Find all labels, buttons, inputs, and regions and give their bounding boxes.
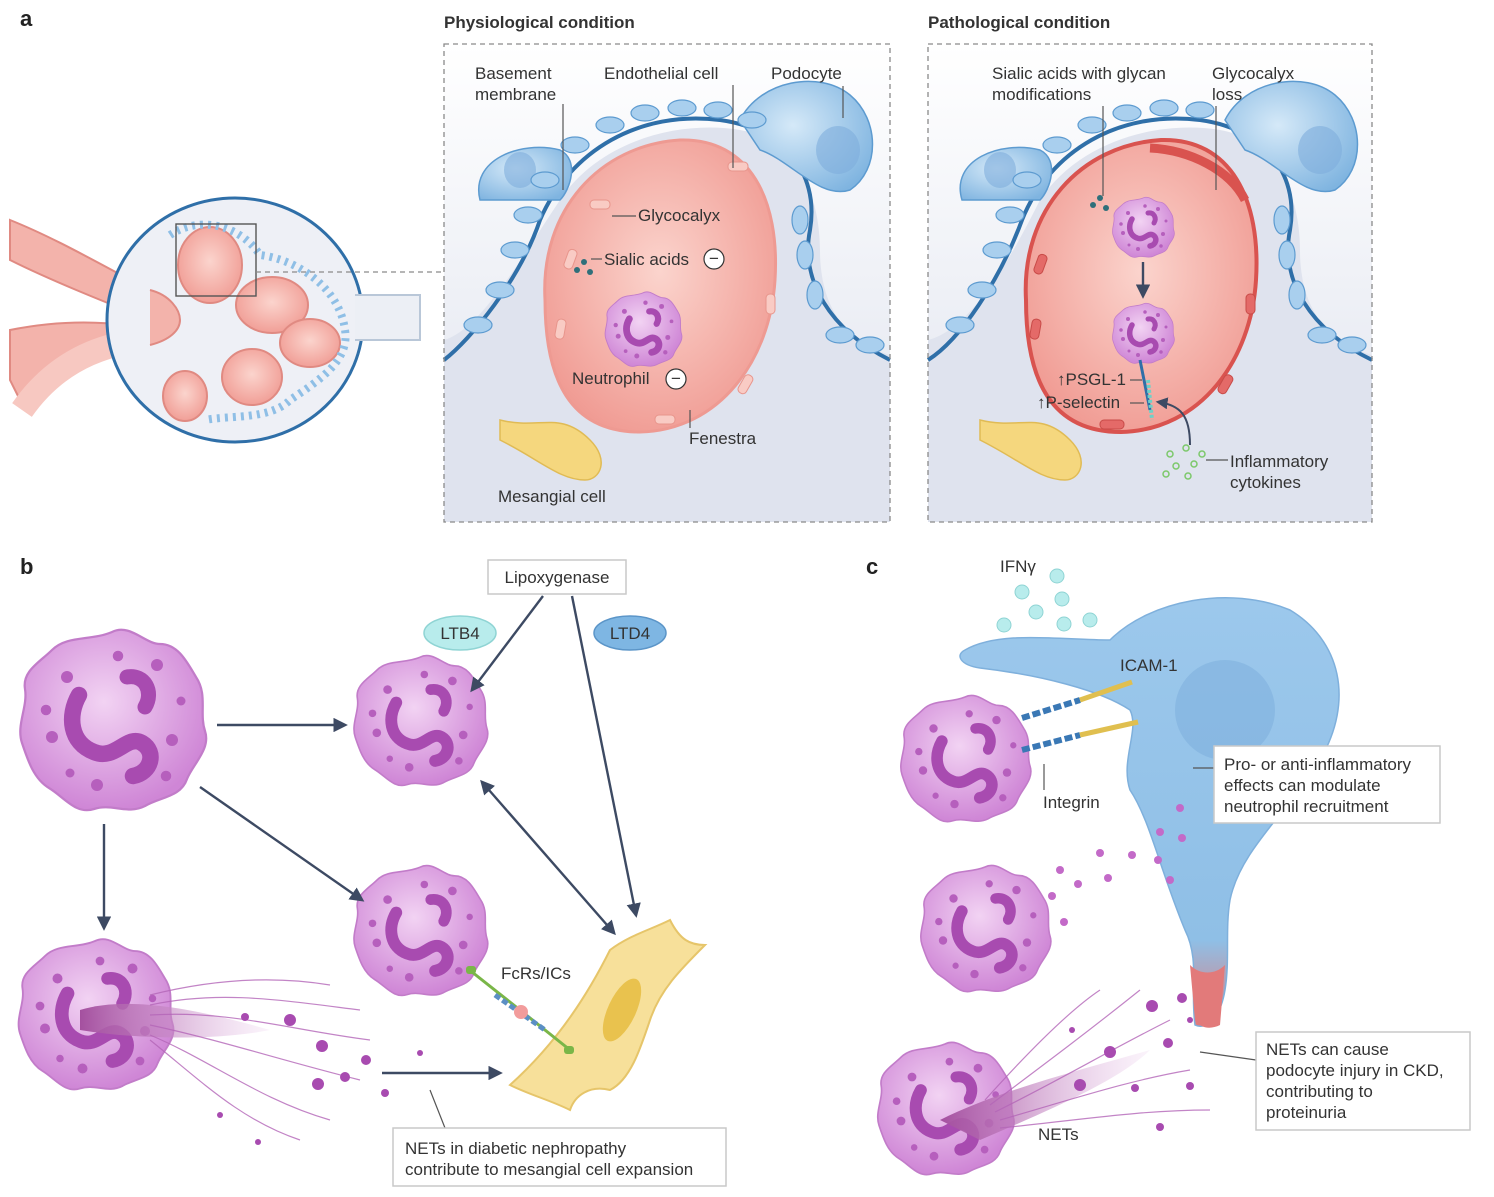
label-podocyte: Podocyte xyxy=(771,64,842,83)
label-basement-membrane-1: Basement xyxy=(475,64,552,83)
pathological-title: Pathological condition xyxy=(928,13,1110,32)
panel-label-b: b xyxy=(20,554,33,579)
label-sialic-acids: Sialic acids xyxy=(604,250,689,269)
panel-c-graphics xyxy=(878,568,1340,1175)
note-c2-line1: NETs can cause xyxy=(1266,1040,1389,1059)
label-ltd4: LTD4 xyxy=(610,624,650,643)
note-c2-line4: proteinuria xyxy=(1266,1103,1347,1122)
label-fcrs-ics: FcRs/ICs xyxy=(501,964,571,983)
note-b-line1: NETs in diabetic nephropathy xyxy=(405,1139,627,1158)
label-psgl-1: ↑PSGL-1 xyxy=(1057,370,1126,389)
label-lipoxygenase: Lipoxygenase xyxy=(505,568,610,587)
label-integrin: Integrin xyxy=(1043,793,1100,812)
label-mesangial-cell: Mesangial cell xyxy=(498,487,606,506)
note-c2-line2: podocyte injury in CKD, xyxy=(1266,1061,1444,1080)
label-p-selectin: ↑P-selectin xyxy=(1037,393,1120,412)
pathological-panel xyxy=(926,44,1373,522)
label-icam-1: ICAM-1 xyxy=(1120,656,1178,675)
label-glycocalyx-loss-1: Glycocalyx xyxy=(1212,64,1295,83)
neutrophil-negative-charge: − xyxy=(671,369,681,388)
note-c1-line2: effects can modulate xyxy=(1224,776,1381,795)
label-endothelial-cell: Endothelial cell xyxy=(604,64,718,83)
label-basement-membrane-2: membrane xyxy=(475,85,556,104)
physiological-panel xyxy=(442,44,891,522)
label-neutrophil: Neutrophil xyxy=(572,369,650,388)
note-c1-line1: Pro- or anti-inflammatory xyxy=(1224,755,1412,774)
label-fenestra: Fenestra xyxy=(689,429,757,448)
label-inflammatory-2: cytokines xyxy=(1230,473,1301,492)
label-ltb4: LTB4 xyxy=(440,624,479,643)
panel-b-graphics xyxy=(19,595,708,1145)
note-c1-line3: neutrophil recruitment xyxy=(1224,797,1389,816)
label-glycocalyx: Glycocalyx xyxy=(638,206,721,225)
panel-label-a: a xyxy=(20,6,33,31)
label-nets: NETs xyxy=(1038,1125,1079,1144)
physiological-title: Physiological condition xyxy=(444,13,635,32)
note-c2-line3: contributing to xyxy=(1266,1082,1373,1101)
label-inflammatory-1: Inflammatory xyxy=(1230,452,1329,471)
note-b-line2: contribute to mesangial cell expansion xyxy=(405,1160,693,1179)
label-sialic-glycan-1: Sialic acids with glycan xyxy=(992,64,1166,83)
sialic-negative-charge: − xyxy=(709,249,719,268)
panel-label-c: c xyxy=(866,554,878,579)
label-glycocalyx-loss-2: loss xyxy=(1212,85,1242,104)
label-sialic-glycan-2: modifications xyxy=(992,85,1091,104)
label-ifng: IFNγ xyxy=(1000,557,1036,576)
glomerulus-overview xyxy=(9,196,444,444)
